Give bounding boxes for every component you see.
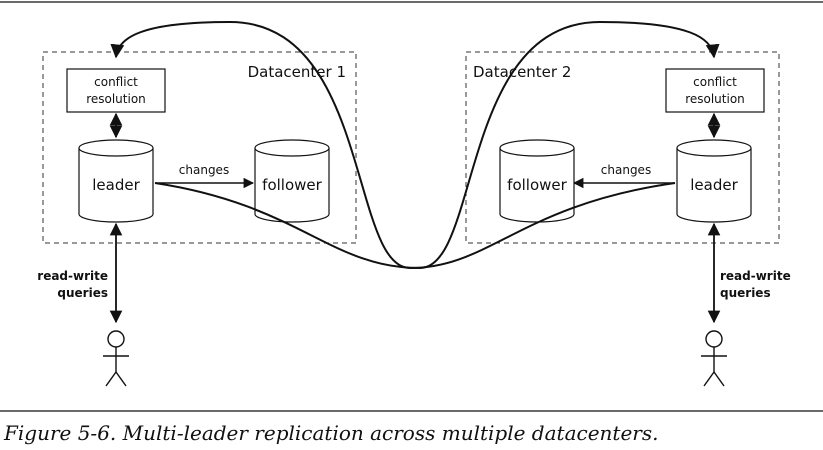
conflict-resolution-label-line1: conflict: [693, 75, 737, 89]
datacenter-1-boundary: [42, 51, 357, 244]
datacenter-2: Datacenter 2 conflict resolution leader …: [465, 51, 791, 387]
changes-label-2: changes: [601, 163, 651, 177]
conflict-resolution-box-1: conflict resolution: [66, 68, 166, 113]
replication-curve-dc1-to-dc2: [154, 20, 720, 270]
follower-label-2: follower: [507, 176, 567, 194]
conflict-resolution-label-line2: resolution: [86, 92, 146, 106]
leader-label-2: leader: [690, 176, 738, 194]
follower-db-1: follower: [254, 139, 330, 223]
datacenter-2-boundary: [465, 51, 780, 244]
datacenter-1-title: Datacenter 1: [248, 63, 346, 81]
datacenter-2-title: Datacenter 2: [473, 63, 571, 81]
follower-db-2: follower: [499, 139, 575, 223]
follower-label-1: follower: [262, 176, 322, 194]
changes-label-1: changes: [179, 163, 229, 177]
client-person-icon-2: [701, 330, 727, 387]
conflict-resolution-box-2: conflict resolution: [665, 68, 765, 113]
leader-db-2: leader: [676, 139, 752, 223]
datacenter-1: Datacenter 1 conflict resolution leader …: [37, 51, 357, 387]
conflict-resolution-label-line1: conflict: [94, 75, 138, 89]
leader-db-1: leader: [78, 139, 154, 223]
leader-label-1: leader: [92, 176, 140, 194]
replication-curve-dc2-to-dc1: [110, 20, 676, 270]
conflict-resolution-label-line2: resolution: [685, 92, 745, 106]
read-write-label-1: read-write: [37, 269, 108, 283]
read-write-label-2: read-write: [720, 269, 791, 283]
figure-caption: Figure 5-6. Multi-leader replication acr…: [3, 421, 658, 445]
queries-label-2: queries: [720, 286, 771, 300]
queries-label-1: queries: [57, 286, 108, 300]
client-person-icon-1: [103, 330, 129, 387]
